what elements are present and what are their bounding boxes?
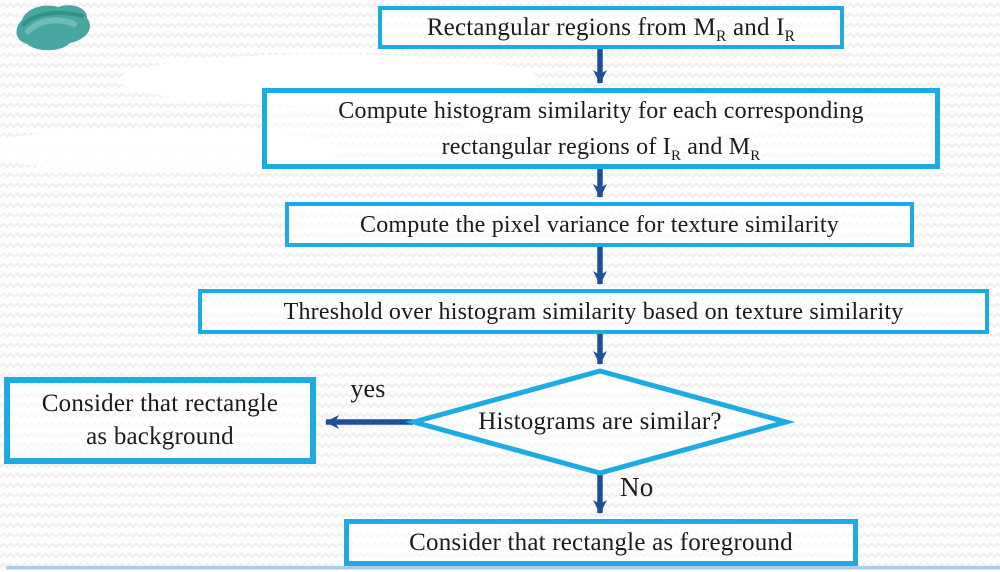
step-compute-histogram-similarity: Compute histogram similarity for each co… <box>262 88 940 169</box>
branch-no-label: No <box>620 472 654 502</box>
branch-yes-label: yes <box>350 374 386 403</box>
bottom-rule <box>6 566 1000 570</box>
result-background-box: Consider that rectangle as background <box>4 377 316 464</box>
decision-label: Histograms are similar? <box>478 408 722 435</box>
step-text: Threshold over histogram similarity base… <box>283 298 904 325</box>
step-text: Compute histogram similarity for each co… <box>338 97 864 164</box>
step-text: Compute the pixel variance for texture s… <box>360 211 839 238</box>
result-text: Consider that rectangle as background <box>41 390 279 450</box>
corner-smudge-decoration <box>16 5 90 51</box>
step-text: Rectangular regions from MR and IR <box>426 13 796 45</box>
white-smudge <box>0 128 340 172</box>
result-foreground-box: Consider that rectangle as foreground <box>344 519 858 566</box>
decision-diamond <box>404 368 796 476</box>
step-rectangular-regions: Rectangular regions from MR and IR <box>378 6 844 49</box>
step-compute-pixel-variance: Compute the pixel variance for texture s… <box>285 202 914 247</box>
result-text: Consider that rectangle as foreground <box>409 528 793 556</box>
step-threshold-histogram-similarity: Threshold over histogram similarity base… <box>198 289 989 334</box>
